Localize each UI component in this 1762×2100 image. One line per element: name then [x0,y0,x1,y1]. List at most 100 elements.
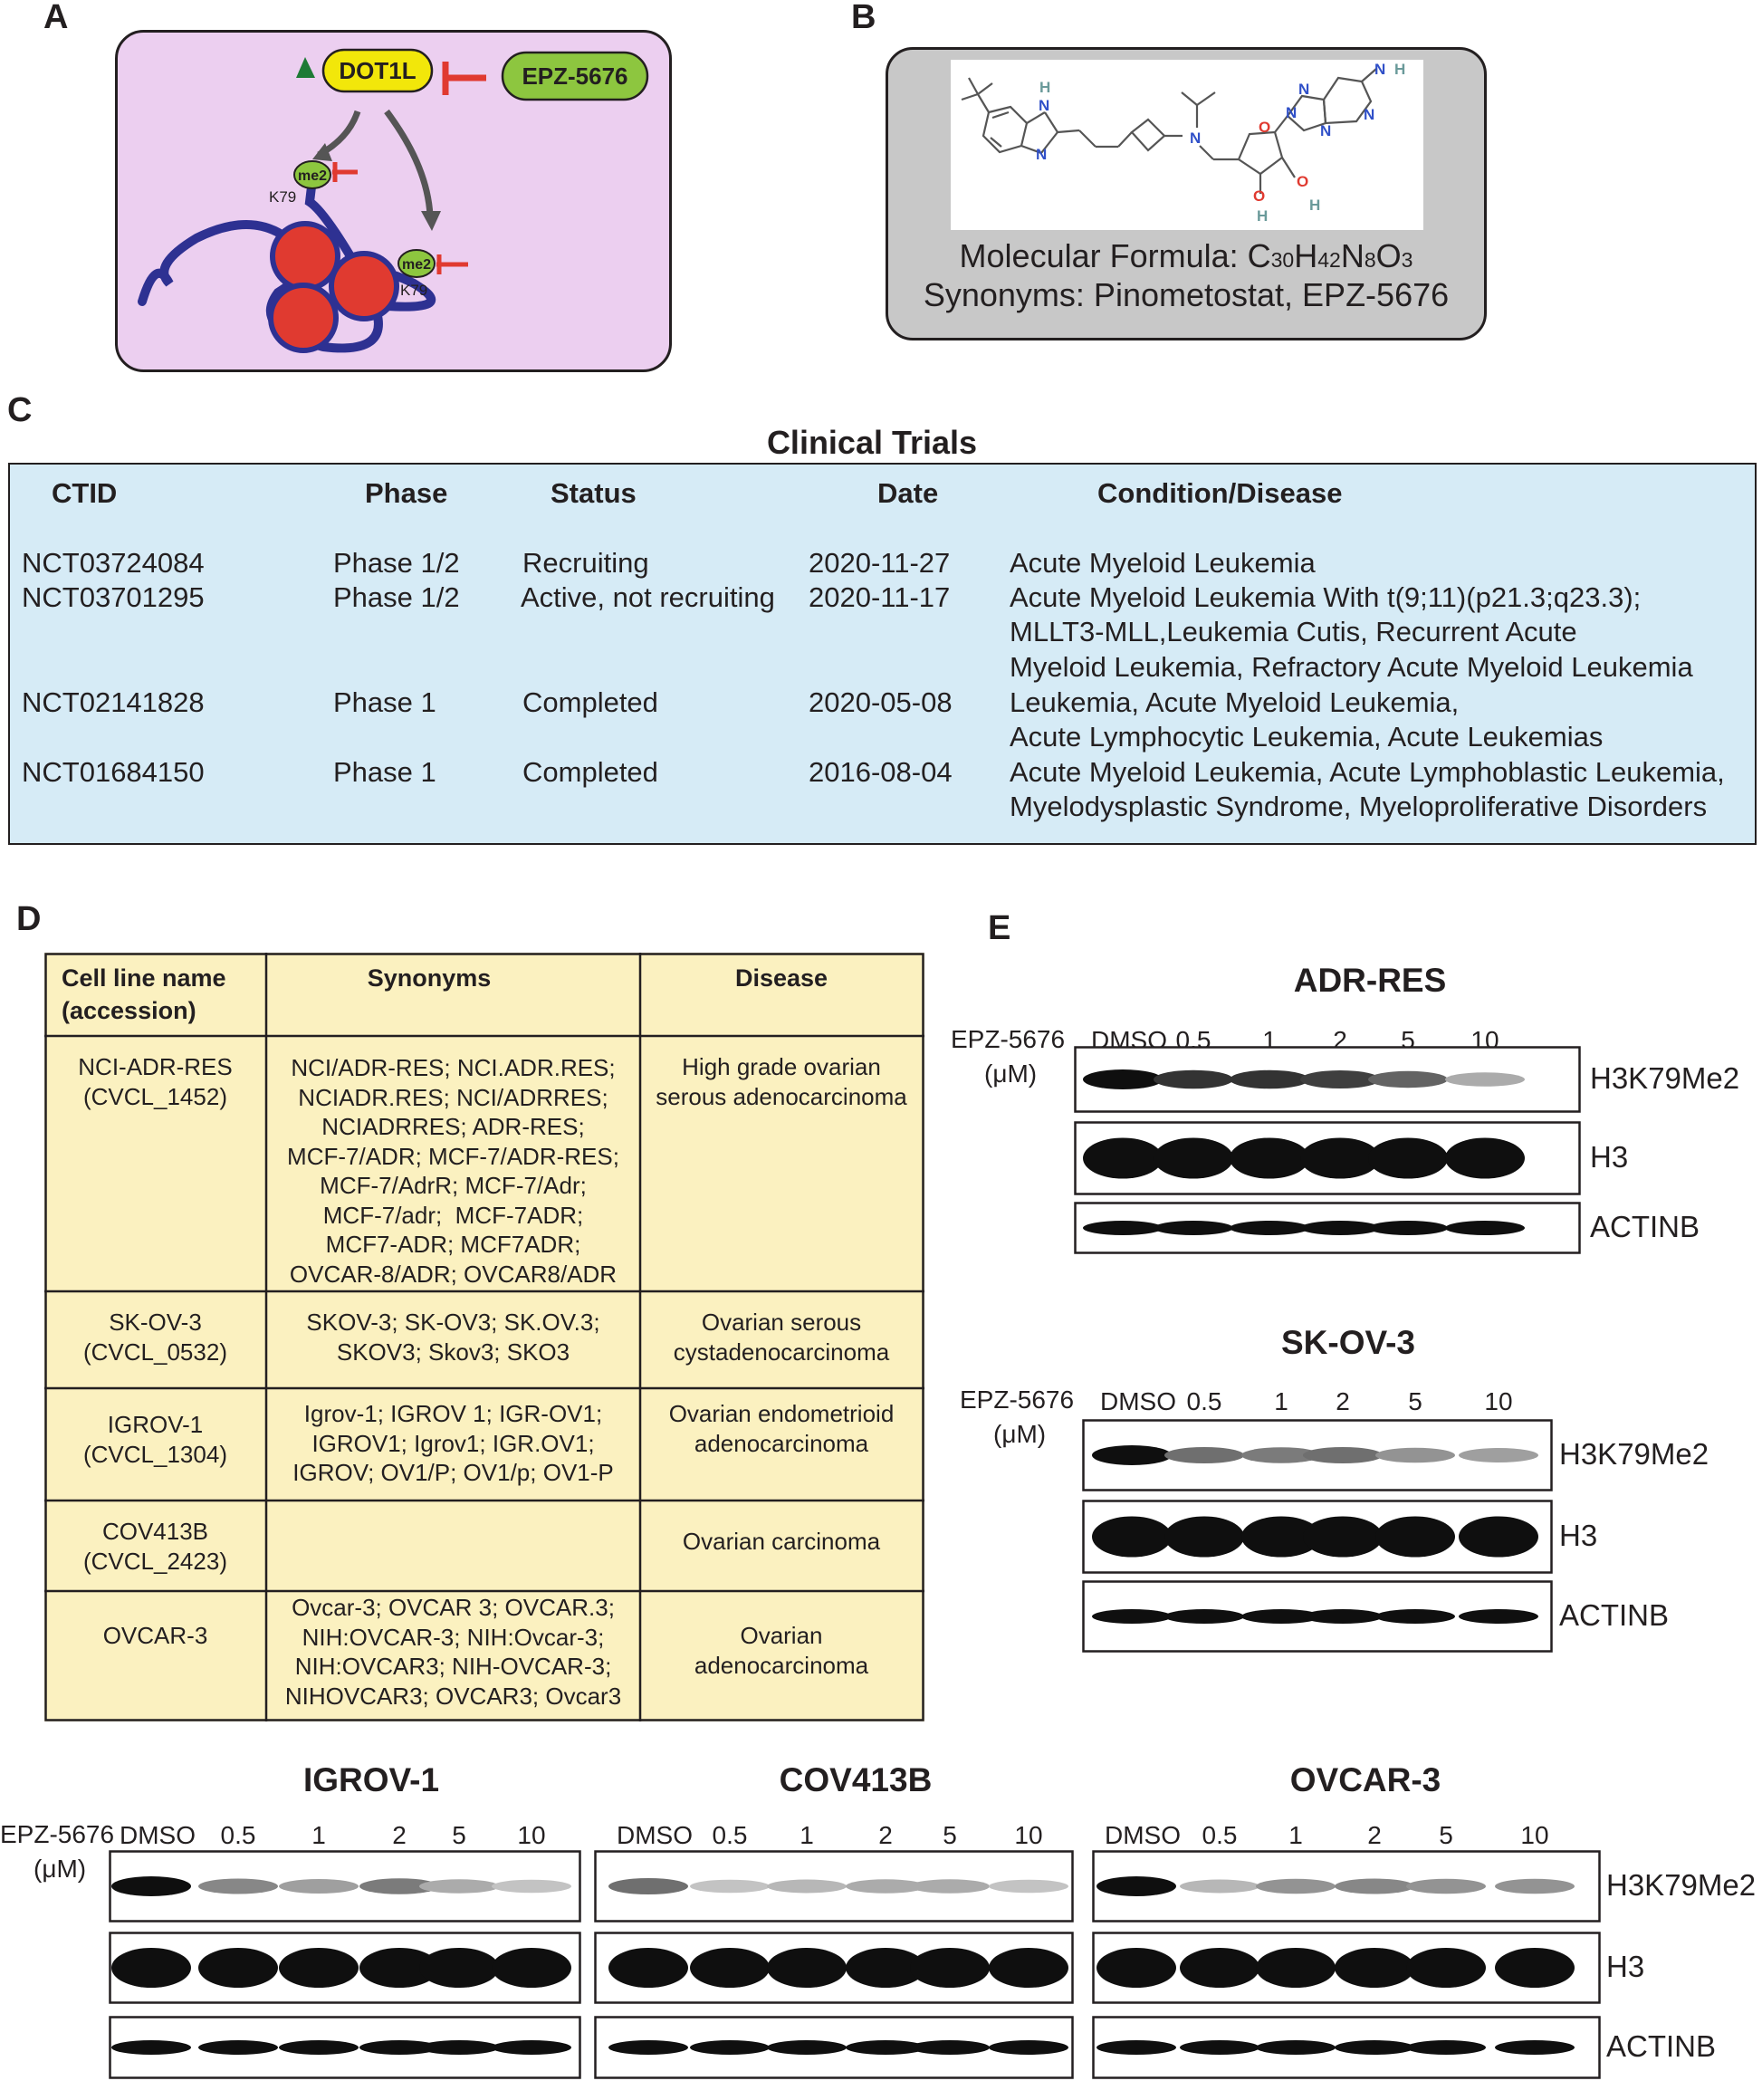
lane-label: 5 [452,1821,466,1849]
formula-c-sub: 30 [1270,248,1295,272]
band [1335,2040,1414,2055]
lane-label: 0.5 [712,1821,748,1849]
atom-h-2: H [1257,207,1268,225]
band [1092,1609,1172,1624]
band [1256,1878,1336,1894]
lane-label: 10 [1014,1821,1043,1849]
date-cell: 2016-08-04 [809,756,953,788]
panel-d-letter: D [16,900,42,938]
lane-label: 5 [943,1821,957,1849]
epz-label: EPZ-5676 [522,62,627,90]
band [492,2040,571,2055]
band [198,1878,278,1894]
activation-triangle-icon [296,57,315,78]
me2-label-1: me2 [298,168,327,184]
table-cell-synonyms: SKOV-3; SK-OV3; SK.OV.3; SKOV3; Skov3; S… [306,1309,600,1366]
blot-strip-h3k79me2 [1074,1046,1581,1113]
panel-c-letter: C [7,391,33,429]
band [1375,1609,1455,1624]
band [492,1879,571,1894]
formula-n-sub: 8 [1364,248,1376,272]
blot-strip-h3k79me2 [594,1850,1074,1923]
band [690,2040,770,2055]
band-label: ACTINB [1606,2029,1717,2063]
band [767,2040,847,2055]
band [1083,1137,1163,1179]
band [111,2040,191,2055]
band [1445,1221,1525,1235]
blot-strip-h3k79me2 [1092,1850,1601,1923]
band [910,1879,990,1894]
blot-strip-actinb [1082,1580,1553,1653]
band [111,1876,191,1896]
panel-e-letter: E [988,909,1011,947]
atom-n-3: N [1190,129,1201,147]
lane-label: 1 [1288,1821,1303,1849]
band [1495,1878,1575,1894]
atom-n-7: N [1364,106,1374,123]
band [767,1948,847,1988]
band-label: H3K79Me2 [1606,1868,1757,1902]
band [1096,1876,1176,1896]
condition-cell: Acute Lymphocytic Leukemia, Acute Leukem… [1010,721,1604,753]
band [198,1948,278,1988]
band [1256,2040,1336,2055]
band [1230,1069,1309,1089]
lane-label: 2 [392,1821,407,1849]
lane-label: 1 [311,1821,326,1849]
condition-cell: Myeloid Leukemia, Refractory Acute Myelo… [1010,651,1693,683]
band [492,1948,571,1988]
atom-n-1: N [1039,97,1049,114]
table-header-synonyms: Synonyms [367,964,492,992]
col-header-ctid: CTID [52,477,118,509]
band [1303,1447,1383,1463]
me2-label-2: me2 [402,257,431,273]
atom-n-4: N [1286,104,1297,121]
formula-h: H [1294,237,1318,274]
band [279,1879,359,1894]
band [1092,1445,1172,1465]
blot-strip-actinb [1074,1202,1581,1254]
band [1368,1137,1448,1179]
blot-strip-h3k79me2 [1082,1419,1553,1491]
band [1495,2040,1575,2055]
band [1335,1878,1414,1894]
band [989,1948,1068,1988]
condition-cell: MLLT3-MLL,Leukemia Cutis, Recurrent Acut… [1010,616,1577,647]
col-header-phase: Phase [365,477,448,509]
atom-h-3: H [1309,197,1320,214]
table-cell-name: SK-OV-3 (CVCL_0532) [83,1309,227,1366]
atom-n-2: N [1036,146,1047,163]
band [608,1878,688,1894]
col-header-date: Date [877,477,939,509]
treatment-label: EPZ-5676 [0,1820,115,1848]
band [1303,1516,1383,1558]
band [1241,1516,1321,1558]
band [359,1878,439,1894]
cell-line-table [44,953,924,1721]
treatment-label: EPZ-5676 [951,1025,1066,1053]
status-cell: Completed [522,756,658,788]
band [608,1948,688,1988]
band [1368,1070,1448,1088]
clinical-trials-box [8,463,1757,845]
lane-label: 5 [1439,1821,1453,1849]
band-label: H3K79Me2 [1559,1437,1709,1471]
band [1180,1879,1259,1894]
status-cell: Recruiting [522,547,649,579]
band [419,2040,499,2055]
formula-o-sub: 3 [1401,248,1413,272]
band-label: ACTINB [1590,1210,1700,1243]
band [1300,1137,1380,1179]
table-cell-synonyms: Ovcar-3; OVCAR 3; OVCAR.3; NIH:OVCAR-3; … [284,1594,622,1710]
band [1092,1516,1172,1558]
band [1445,1137,1525,1179]
blot-title: COV413B [779,1761,933,1798]
blot-strip-h3 [1082,1500,1553,1574]
band [1300,1221,1380,1235]
band [1406,2040,1486,2055]
lane-label: 5 [1408,1387,1422,1415]
band [846,1879,925,1894]
band [1495,1948,1575,1988]
blot-strip-actinb [109,2016,581,2079]
